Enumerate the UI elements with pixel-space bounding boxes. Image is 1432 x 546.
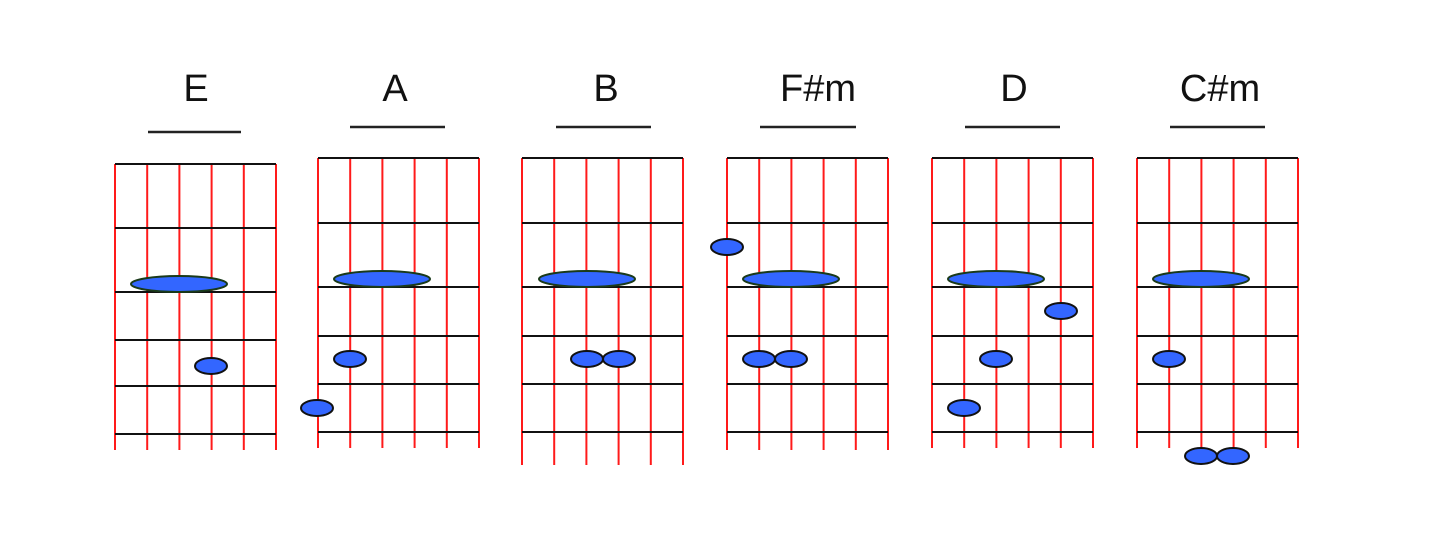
chord-title-f-sharp-m: F#m — [780, 68, 856, 110]
finger-dot — [1152, 350, 1186, 368]
chord-title-a: A — [382, 68, 408, 110]
finger-dot — [194, 357, 228, 375]
finger-dot — [300, 399, 334, 417]
finger-dot — [710, 238, 744, 256]
finger-dot — [333, 350, 367, 368]
barre-marker — [742, 270, 840, 288]
chord-title-c-sharp-m: C#m — [1179, 68, 1261, 110]
finger-dot — [947, 399, 981, 417]
finger-dot — [1044, 302, 1078, 320]
barre-marker — [1152, 270, 1250, 288]
finger-dot — [602, 350, 636, 368]
finger-dot — [570, 350, 604, 368]
finger-dot — [774, 350, 808, 368]
barre-marker — [130, 275, 228, 293]
barre-marker — [333, 270, 431, 288]
chord-title-d: D — [1000, 68, 1028, 110]
chord-title-b: B — [593, 68, 619, 110]
barre-marker — [538, 270, 636, 288]
finger-dot — [742, 350, 776, 368]
chord-title-e: E — [183, 68, 209, 110]
finger-dot — [979, 350, 1013, 368]
barre-marker — [947, 270, 1045, 288]
finger-dot — [1216, 447, 1250, 465]
finger-dot — [1184, 447, 1218, 465]
